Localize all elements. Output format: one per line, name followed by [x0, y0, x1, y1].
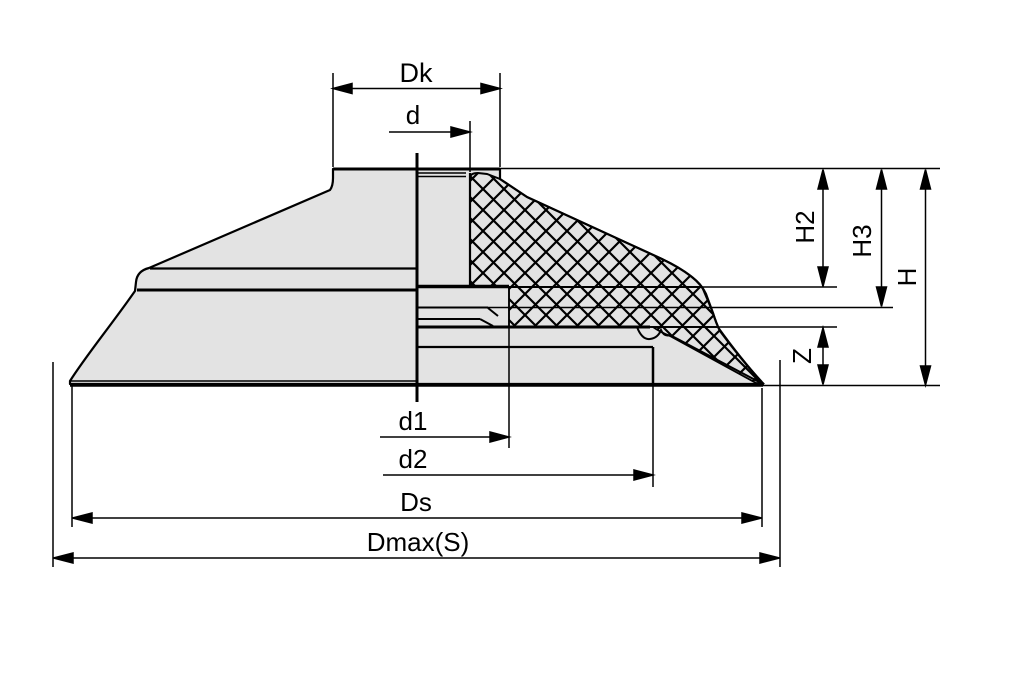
- label-h: H: [892, 268, 922, 287]
- extension-lines: [52, 73, 940, 567]
- dimension-dk: [330, 82, 503, 95]
- dimension-d2: [383, 469, 656, 481]
- dimension-lines: [52, 73, 940, 567]
- label-ds: Ds: [400, 487, 432, 517]
- label-dmax: Dmax(S): [367, 527, 470, 557]
- dimension-d1: [380, 431, 512, 443]
- dimension-h3: [875, 169, 888, 307]
- label-h3: H3: [847, 224, 877, 257]
- dimension-z: [817, 324, 829, 385]
- label-z: Z: [787, 348, 817, 364]
- dimension-labels: Dk d H2 H3 H Z d1 d2 Ds Dmax(S): [367, 58, 922, 557]
- dimension-ds: [72, 512, 762, 524]
- dimension-h: [919, 169, 932, 388]
- label-d1: d1: [399, 406, 428, 436]
- dimension-h2: [817, 169, 829, 287]
- label-h2: H2: [790, 210, 820, 243]
- label-d: d: [406, 100, 420, 130]
- label-d2: d2: [399, 444, 428, 474]
- dimension-d: [389, 126, 473, 138]
- dimension-dmax: [53, 552, 780, 564]
- label-dk: Dk: [400, 58, 433, 88]
- cup-body: [68, 153, 766, 402]
- hatch-upper-cone: [469, 171, 704, 288]
